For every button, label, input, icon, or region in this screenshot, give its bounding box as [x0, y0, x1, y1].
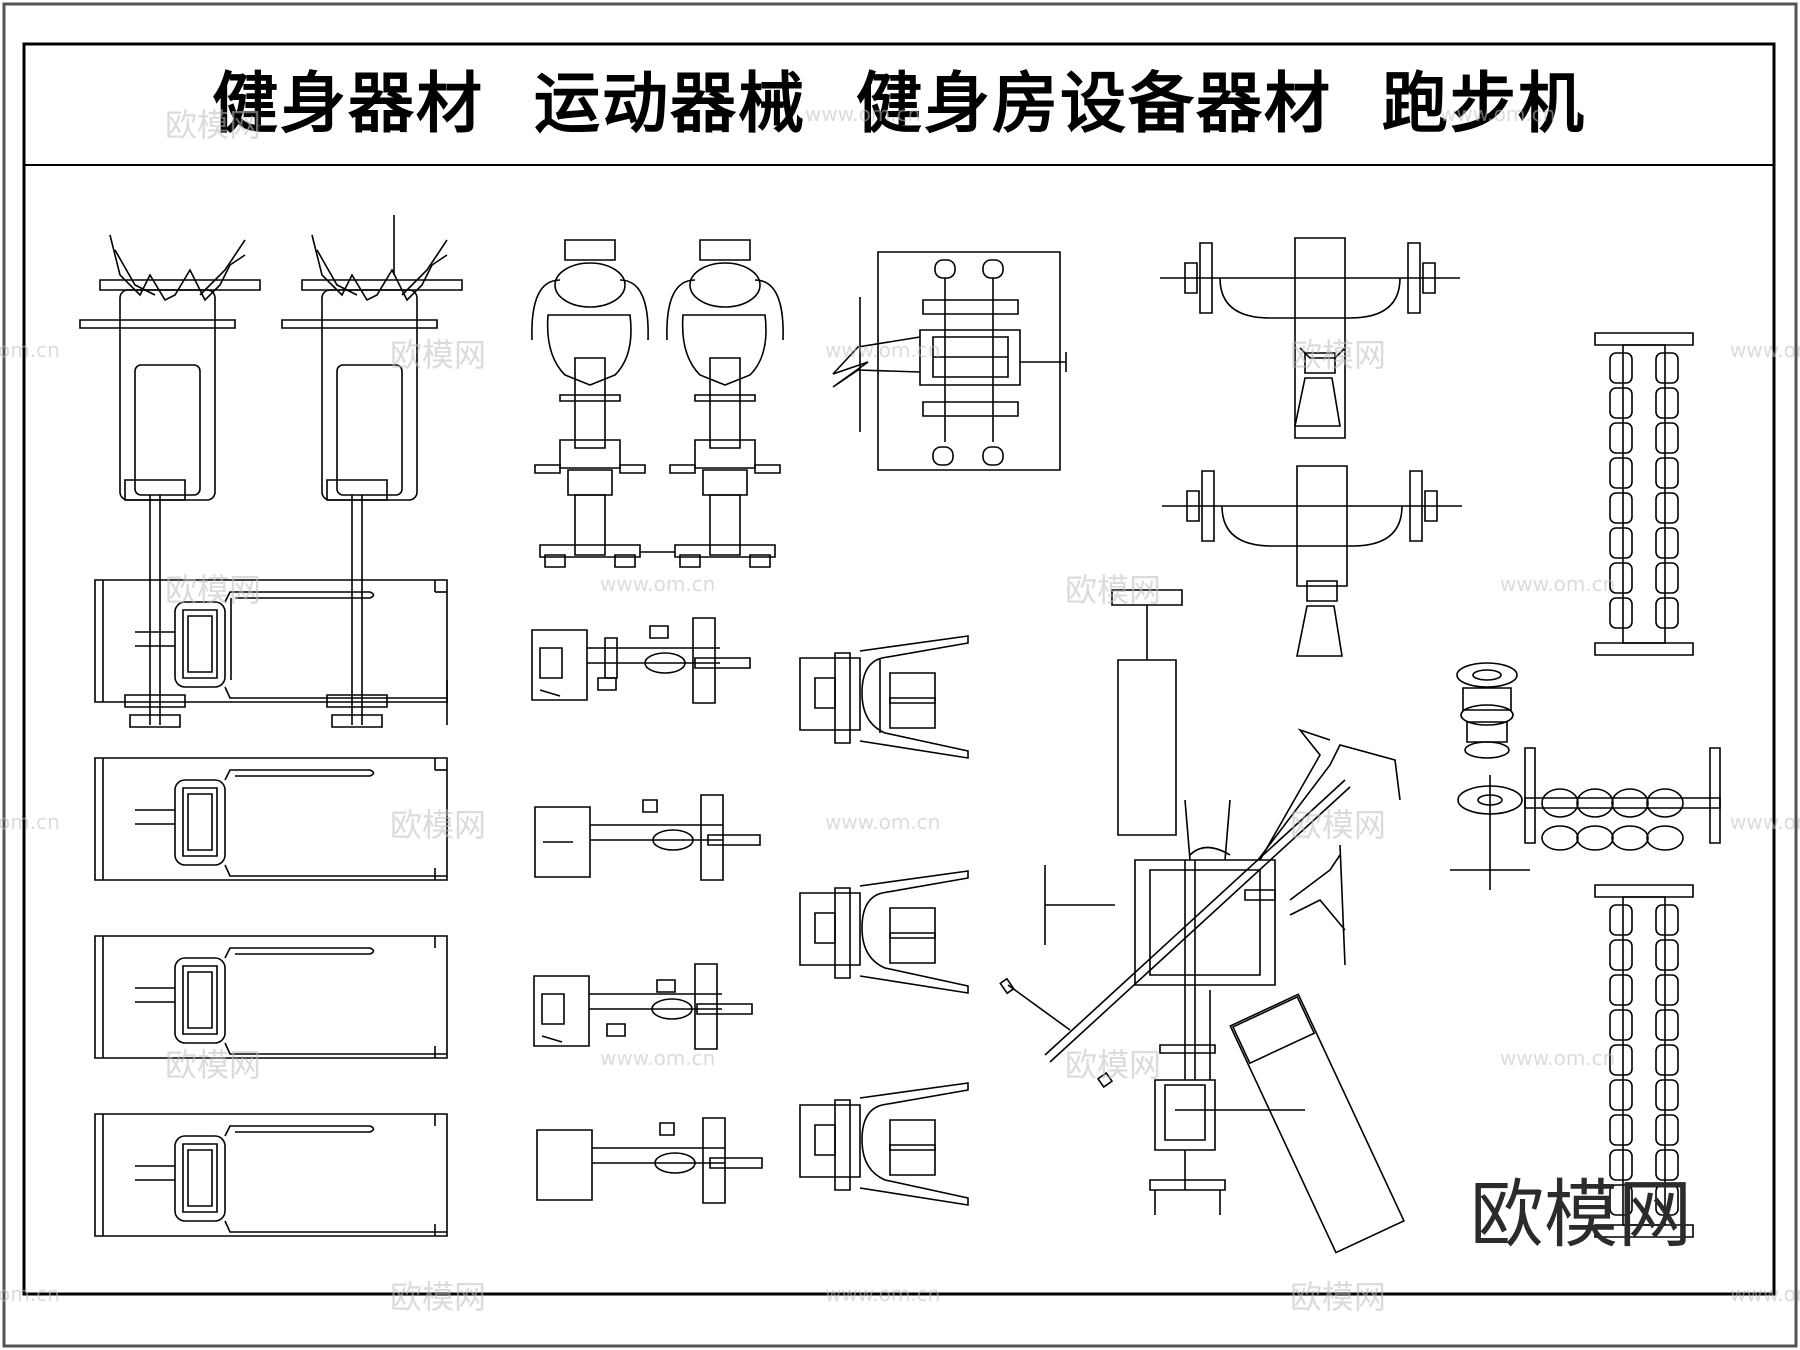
watermark-logo: 欧模网 [1290, 806, 1387, 844]
treadmill-2 [95, 758, 447, 880]
watermark-logo: 欧模网 [165, 571, 262, 609]
weight-plate-rack [1525, 748, 1720, 850]
watermark-url: www.om.cn [1730, 810, 1800, 834]
watermark-logo: 欧模网 [390, 806, 487, 844]
elliptical-3 [800, 1083, 968, 1205]
weight-bench-barbell-1 [1160, 238, 1460, 438]
barbell-stand [1450, 775, 1530, 890]
watermark-url: om.cn [0, 338, 60, 362]
watermark-logo: 欧模网 [1290, 336, 1387, 374]
watermark-logo: 欧模网 [1065, 1046, 1162, 1084]
page-title: 健身器材 运动器械 健身房设备器材 跑步机 [212, 65, 1586, 142]
treadmill-4 [95, 1114, 447, 1236]
elliptical-2 [800, 871, 968, 993]
multi-gym-2 [282, 215, 462, 727]
dumbbell-rack-1 [1595, 333, 1693, 655]
sheet-border [24, 44, 1774, 1294]
exercise-bike-2 [667, 240, 783, 567]
leg-press-machine [833, 252, 1066, 470]
watermark-logo: 欧模网 [165, 1046, 262, 1084]
rowing-machine-2 [535, 795, 760, 880]
watermark-url: www.om.cn [600, 1046, 716, 1070]
watermark-url: www.om.cn [805, 102, 921, 126]
watermark-logo: 欧模网 [390, 336, 487, 374]
watermark-logo: 欧模网 [1290, 1278, 1387, 1316]
brand-logo-text: 欧模网 [1470, 1172, 1692, 1258]
watermark-url: www.om.cn [1440, 102, 1556, 126]
rowing-machine-1 [532, 618, 750, 703]
multi-gym-1 [80, 235, 260, 727]
watermark-logo: 欧模网 [390, 1278, 487, 1316]
outer-border [4, 4, 1796, 1346]
rowing-machine-4 [537, 1118, 762, 1203]
watermark-logo: 欧模网 [165, 106, 262, 144]
weight-bench-barbell-2 [1162, 466, 1462, 656]
rowing-machine-3 [534, 964, 752, 1049]
multi-function-gym-station [1000, 590, 1404, 1253]
watermark-url: om.cn [0, 810, 60, 834]
exercise-bike-1 [532, 240, 675, 567]
watermark-url: www.om.cn [600, 572, 716, 596]
watermark-url: www.om.cn [825, 1282, 941, 1306]
watermark-url: www.om.cn [1500, 1046, 1616, 1070]
watermark-url: www.om.cn [825, 810, 941, 834]
treadmill-3 [95, 936, 447, 1058]
treadmill-1 [95, 580, 447, 725]
watermark-url: www.om.cn [1500, 572, 1616, 596]
weight-plate-stack [1457, 663, 1517, 758]
watermark-url: www.om.cn [1730, 338, 1800, 362]
dumbbell-rack-2 [1595, 885, 1693, 1237]
watermark-url: www.om.cn [1730, 1282, 1800, 1306]
watermark-logo: 欧模网 [1065, 571, 1162, 609]
watermark-url: om.cn [0, 1282, 60, 1306]
elliptical-1 [800, 636, 968, 758]
watermark-url: www.om.cn [825, 338, 941, 362]
